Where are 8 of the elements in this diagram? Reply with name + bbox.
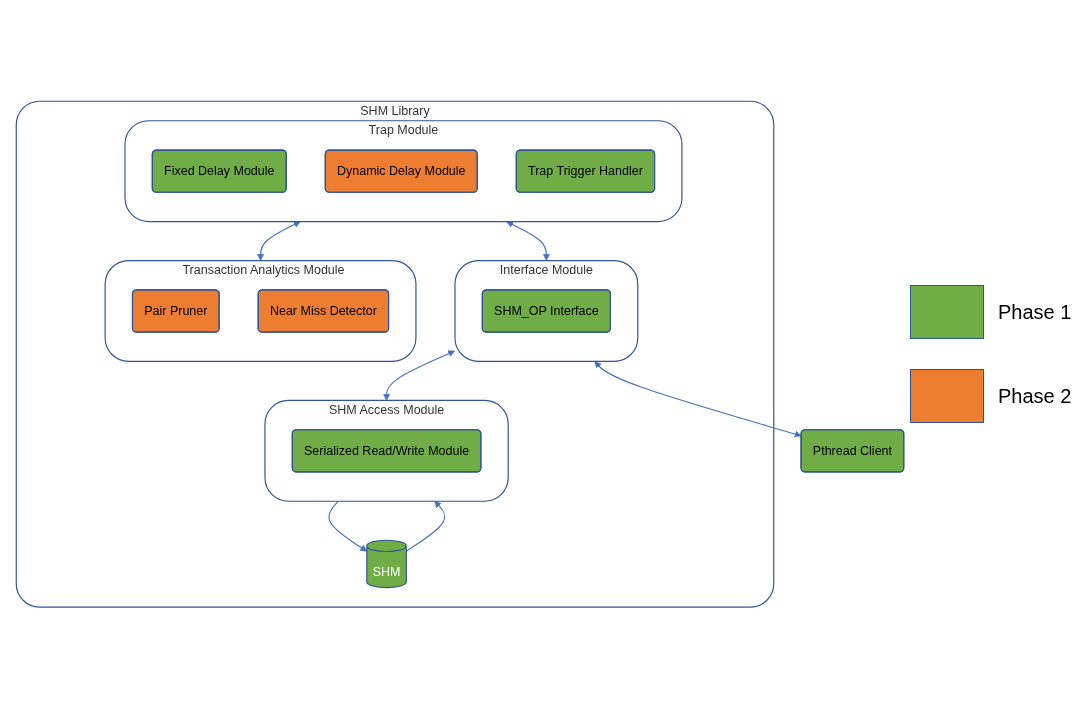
arrow [383, 350, 455, 401]
arrow [506, 221, 550, 261]
arrow [594, 361, 802, 438]
legend-label: Phase 1 [998, 300, 1072, 324]
legend-label: Phase 2 [998, 384, 1072, 408]
arrow [257, 221, 301, 261]
arrow [405, 500, 446, 552]
arrow [328, 500, 368, 552]
